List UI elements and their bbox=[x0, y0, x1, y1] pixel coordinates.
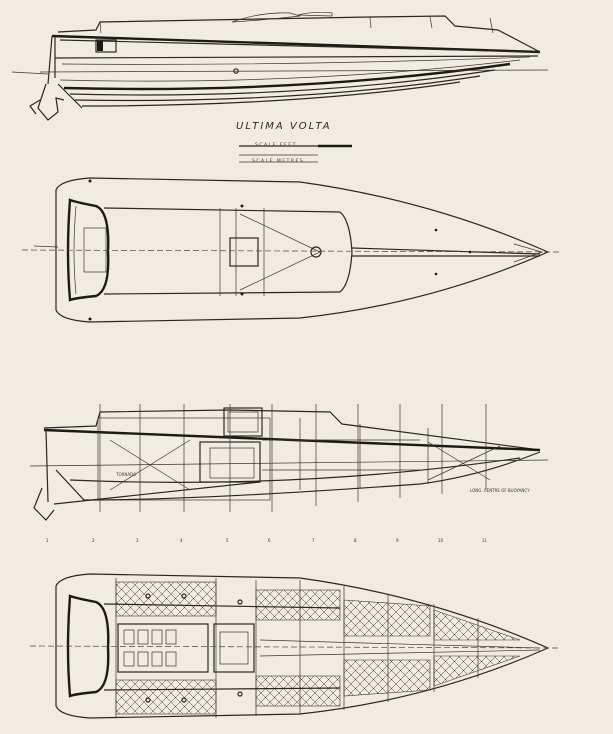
station-number: 11 bbox=[482, 538, 488, 543]
drawing-title: ULTIMA VOLTA bbox=[236, 121, 332, 132]
station-number: 5 bbox=[226, 538, 229, 543]
arrangement-plan-view bbox=[29, 573, 561, 719]
profile-view bbox=[11, 11, 549, 121]
station-number: 1 bbox=[46, 538, 49, 543]
station-number: 8 bbox=[354, 538, 357, 543]
station-number: 6 bbox=[268, 538, 271, 543]
station-number: 10 bbox=[438, 538, 444, 543]
station-number: 3 bbox=[136, 538, 139, 543]
hatch-icon bbox=[310, 246, 322, 258]
console-label: TORNADO bbox=[116, 472, 137, 477]
station-number: 2 bbox=[92, 538, 95, 543]
buoyancy-note: LONG. CENTRE OF BUOYANCY bbox=[470, 488, 530, 493]
station-number: 7 bbox=[312, 538, 315, 543]
deck-plan-view bbox=[21, 177, 561, 323]
scale-metres-label: SCALE METRES bbox=[252, 159, 305, 164]
inboard-profile-view bbox=[29, 404, 549, 521]
title-block bbox=[239, 144, 352, 163]
scale-feet-label: SCALE FEET bbox=[255, 143, 297, 148]
station-number: 4 bbox=[180, 538, 183, 543]
flag-icon bbox=[95, 39, 117, 53]
station-number: 9 bbox=[396, 538, 399, 543]
